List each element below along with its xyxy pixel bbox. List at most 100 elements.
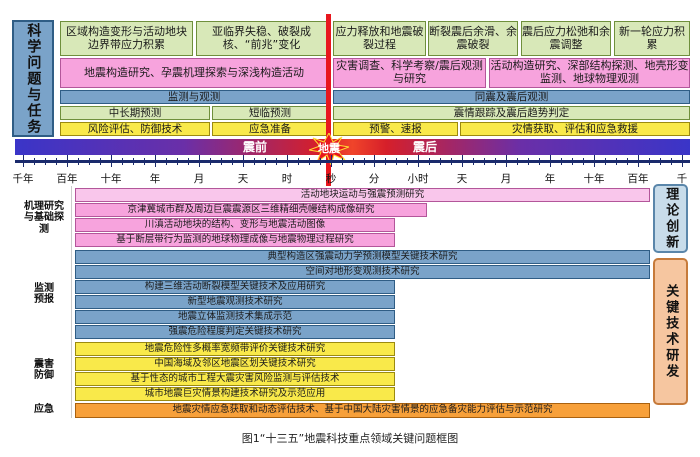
timeline-minor-tick xyxy=(188,158,189,165)
timeline-tick-label: 年 xyxy=(544,173,556,185)
timeline-tick-label: 天 xyxy=(456,173,468,185)
timeline-minor-tick xyxy=(451,158,452,165)
task-box: 震情跟踪及震后趋势判定 xyxy=(333,106,690,120)
timeline-minor-tick xyxy=(528,158,529,165)
project-bar: 中国海域及邻区地震区划关键技术研究 xyxy=(75,357,395,371)
timeline-minor-tick xyxy=(56,158,57,165)
timeline-tick xyxy=(243,155,244,167)
key-tech-tag: 关键技术研发 xyxy=(653,258,688,405)
timeline-tick-label: 时 xyxy=(281,173,293,185)
problem-box: 应力释放和地震破裂过程 xyxy=(333,21,426,56)
project-bar: 活动地块运动与强震预测研究 xyxy=(75,188,650,202)
earthquake-line xyxy=(326,14,331,186)
timeline-minor-tick xyxy=(627,158,628,165)
timeline-tick-label: 月 xyxy=(193,173,205,185)
phase-before-label: 震前 xyxy=(242,140,267,154)
timeline-minor-tick xyxy=(440,158,441,165)
project-bar: 空间对地形变观测技术研究 xyxy=(75,265,650,279)
timeline-minor-tick xyxy=(473,158,474,165)
timeline-minor-tick xyxy=(484,158,485,165)
timeline-minor-tick xyxy=(517,158,518,165)
timeline-labels: 千年百年十年年月天时秒分小时天月年十年百年千年 xyxy=(12,171,690,200)
timeline-minor-tick xyxy=(34,158,35,165)
theory-innovation-tag: 理论创新 xyxy=(653,184,688,253)
timeline-tick-label: 秒 xyxy=(325,173,337,185)
earthquake-burst-icon xyxy=(309,133,349,165)
timeline-minor-tick xyxy=(385,158,386,165)
timeline-tick xyxy=(638,155,639,167)
timeline-minor-tick xyxy=(320,158,321,165)
timeline-minor-tick xyxy=(232,158,233,165)
timeline-minor-tick xyxy=(78,158,79,165)
timeline-minor-tick xyxy=(660,158,661,165)
task-box: 灾害调查、科学考察/震后观测与研究 xyxy=(333,58,486,88)
category-emergency-label: 应急 xyxy=(34,404,54,416)
timeline-tick-label: 百年 xyxy=(56,173,78,185)
timeline-minor-tick xyxy=(429,158,430,165)
problem-box: 断裂震后余滑、余震破裂 xyxy=(428,21,518,56)
timeline-tick-label: 分 xyxy=(368,173,380,185)
problem-box: 亚临界失稳、破裂成核、“前兆”变化 xyxy=(196,21,327,56)
timeline-minor-tick xyxy=(265,158,266,165)
task-box: 中长期预测 xyxy=(60,106,210,120)
timeline-minor-tick xyxy=(396,158,397,165)
timeline-minor-tick xyxy=(210,158,211,165)
timeline-minor-tick xyxy=(616,158,617,165)
project-bar: 基于断层带行为监测的地球物理成像与地震物理过程研究 xyxy=(75,233,395,247)
timeline-tick-label: 十年 xyxy=(583,173,605,185)
timeline-tick xyxy=(418,155,419,167)
phase-bar xyxy=(15,139,690,155)
category-column xyxy=(16,186,72,418)
timeline-tick-label: 天 xyxy=(237,173,249,185)
timeline-tick-label: 小时 xyxy=(407,173,429,185)
timeline-minor-tick xyxy=(221,158,222,165)
timeline-minor-tick xyxy=(671,158,672,165)
figure-caption: 图1“十三五”地震科技重点领域关键问题框图 xyxy=(241,432,459,445)
timeline-tick-label: 百年 xyxy=(627,173,649,185)
timeline-tick xyxy=(462,155,463,167)
timeline-minor-tick xyxy=(298,158,299,165)
problem-box: 区域构造变形与活动地块边界带应力积累 xyxy=(60,21,193,56)
timeline-minor-tick xyxy=(254,158,255,165)
timeline-tick xyxy=(374,155,375,167)
timeline-tick-label: 十年 xyxy=(100,173,122,185)
science-tasks-label: 科学问题与任务 xyxy=(12,20,54,137)
timeline-minor-tick xyxy=(364,158,365,165)
timeline-tick-label: 千年 xyxy=(12,173,34,185)
timeline-tick xyxy=(155,155,156,167)
timeline-minor-tick xyxy=(89,158,90,165)
category-defense-label: 震害防御 xyxy=(34,358,54,382)
timeline-tick xyxy=(23,155,24,167)
category-monitoring-label: 监测预报 xyxy=(34,282,54,306)
project-bar: 强震危险程度判定关键技术研究 xyxy=(75,325,395,339)
science-tasks-label-text: 科学问题与任务 xyxy=(25,22,42,135)
timeline-minor-tick xyxy=(353,158,354,165)
timeline-minor-tick xyxy=(342,158,343,165)
project-bar: 构建三维活动断裂模型关键技术及应用研究 xyxy=(75,280,395,294)
timeline-tick xyxy=(594,155,595,167)
earthquake-label: 地震 xyxy=(318,142,340,155)
project-bar: 地震立体监测技术集成示范 xyxy=(75,310,395,324)
timeline-tick xyxy=(199,155,200,167)
timeline-axis xyxy=(15,155,690,169)
project-bar: 地震危险性多概率宽频带评价关键技术研究 xyxy=(75,342,395,356)
task-box: 应急准备 xyxy=(212,122,328,136)
timeline-minor-tick xyxy=(539,158,540,165)
task-box: 同震及震后观测 xyxy=(333,90,690,104)
task-box: 短临预测 xyxy=(212,106,328,120)
task-box: 地震构造研究、孕震机理探索与深浅构造活动 xyxy=(60,58,328,88)
project-bar: 地震灾情应急获取和动态评估技术、基于中国大陆灾害情景的应急备灾能力评估与示范研究 xyxy=(75,403,650,418)
timeline-minor-tick xyxy=(166,158,167,165)
task-box: 监测与观测 xyxy=(60,90,328,104)
timeline-tick xyxy=(506,155,507,167)
timeline-tick xyxy=(682,155,683,167)
project-bar: 新型地震观测技术研究 xyxy=(75,295,395,309)
timeline-tick-label: 月 xyxy=(500,173,512,185)
timeline-tick xyxy=(331,155,332,167)
timeline-minor-tick xyxy=(144,158,145,165)
timeline-minor-tick xyxy=(605,158,606,165)
timeline-minor-tick xyxy=(309,158,310,165)
timeline-minor-tick xyxy=(649,158,650,165)
timeline-minor-tick xyxy=(583,158,584,165)
project-bar: 基于性态的城市工程大震灾害风险监测与评估技术 xyxy=(75,372,395,386)
